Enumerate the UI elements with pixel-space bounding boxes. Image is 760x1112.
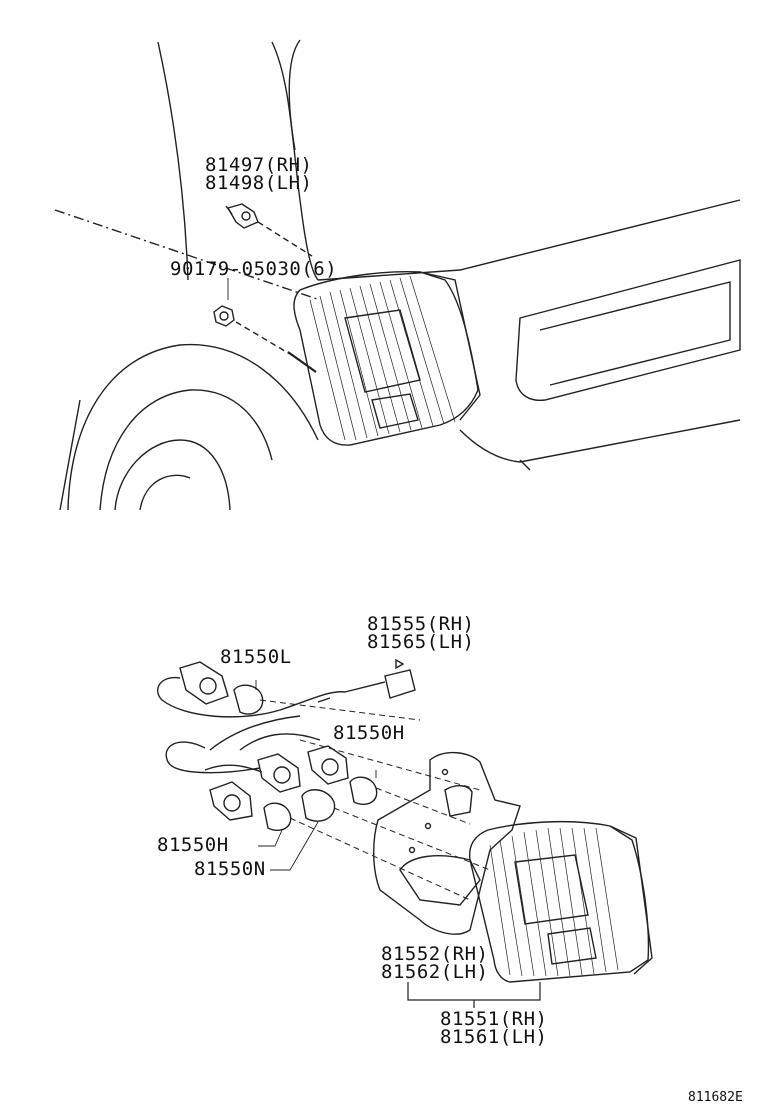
label-81550L: 81550L xyxy=(220,646,292,668)
label-81550H-top: 81550H xyxy=(333,722,405,744)
projection-lines xyxy=(259,699,491,901)
nut-90179 xyxy=(213,305,235,327)
label-81552: 81552(RH) xyxy=(381,943,489,965)
label-90179: 90179-05030(6) xyxy=(170,258,338,280)
label-81497: 81497(RH) xyxy=(205,154,313,176)
label-81562: 81562(LH) xyxy=(381,961,489,983)
label-81550N: 81550N xyxy=(194,858,266,880)
rear-combination-lamp-installed xyxy=(293,271,481,446)
label-81555: 81555(RH) xyxy=(367,613,475,635)
bulbs xyxy=(233,684,378,832)
vehicle-body-outline xyxy=(54,39,741,511)
label-81565: 81565(LH) xyxy=(367,631,475,653)
label-81551: 81551(RH) xyxy=(440,1008,548,1030)
lamp-body xyxy=(373,752,521,935)
clip-81497 xyxy=(225,203,259,229)
socket-and-wire xyxy=(157,658,416,821)
label-81550H-left: 81550H xyxy=(157,834,229,856)
diagram-code: 811682E xyxy=(688,1090,743,1105)
lens-assembly xyxy=(468,820,653,983)
bracket-81551 xyxy=(407,982,541,1001)
label-81561: 81561(LH) xyxy=(440,1026,548,1048)
label-81498: 81498(LH) xyxy=(205,172,313,194)
